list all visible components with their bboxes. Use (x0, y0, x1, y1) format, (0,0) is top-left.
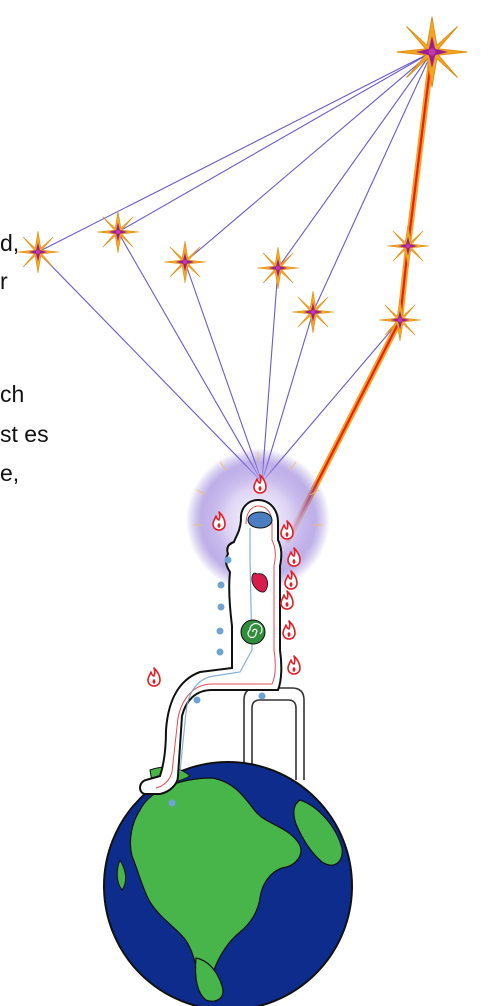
flame-icon (283, 621, 295, 639)
radiating-lines (38, 52, 432, 320)
converging-lines (38, 232, 400, 482)
spiral-icon (241, 620, 265, 644)
star-icon (97, 211, 139, 253)
star-icon (257, 247, 299, 289)
star-icon (379, 299, 421, 341)
star-icon (164, 241, 206, 283)
earth-globe (104, 762, 352, 1006)
flame-icon (281, 591, 293, 609)
flame-icon (148, 668, 160, 686)
energy-channel (288, 52, 432, 540)
star-icon-top (397, 17, 467, 87)
flame-icon (288, 656, 300, 674)
brain-icon (248, 512, 272, 528)
star-icon (17, 231, 59, 273)
star-icon (387, 225, 429, 267)
star-icon (292, 291, 334, 333)
